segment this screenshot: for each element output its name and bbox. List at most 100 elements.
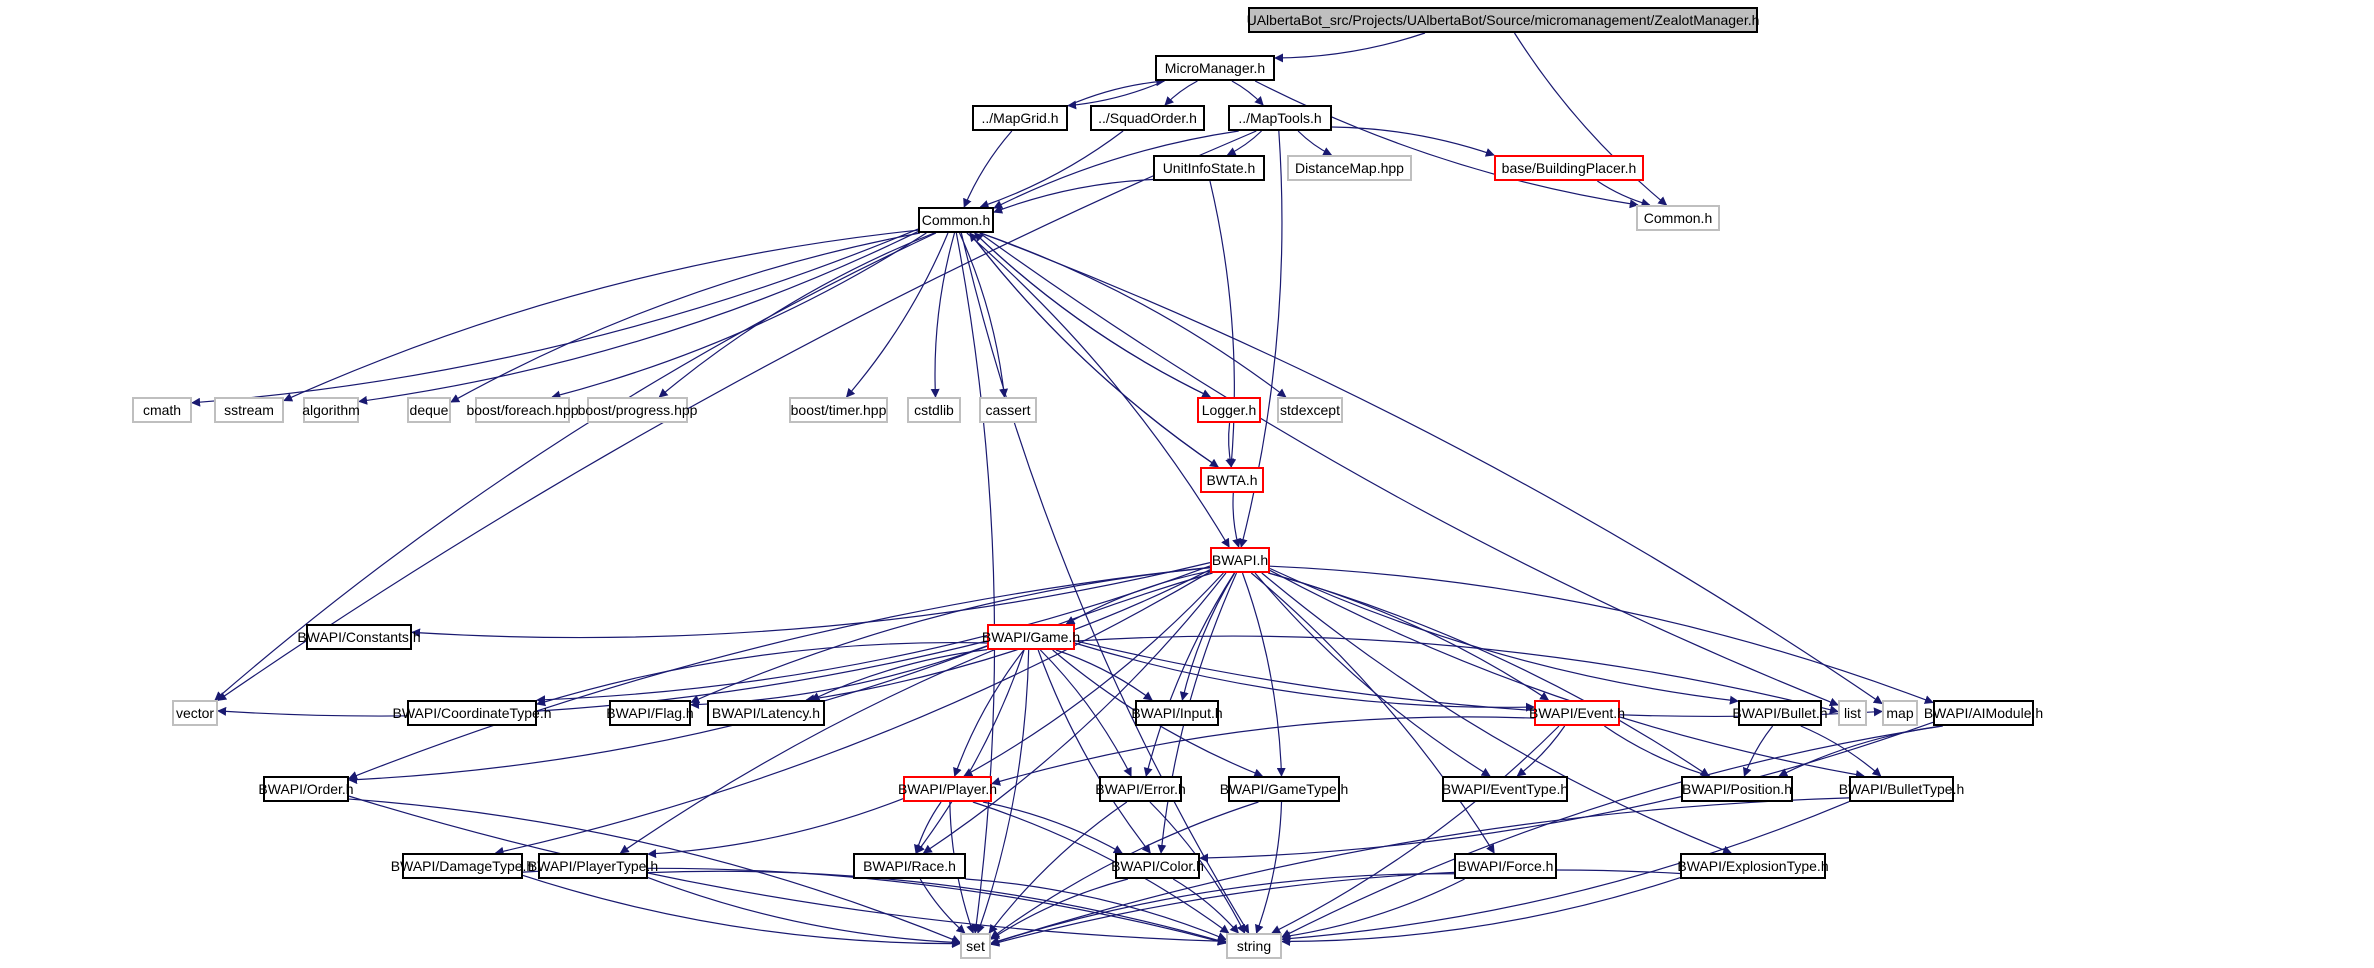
node-bwapi-aimodule-h[interactable]: BWAPI/AIModule.h bbox=[1924, 700, 2043, 726]
node-bwapi-position-h[interactable]: BWAPI/Position.h bbox=[1681, 776, 1793, 802]
node-logger-h[interactable]: Logger.h bbox=[1197, 397, 1261, 423]
edge-unitinfo-to-common bbox=[993, 178, 1154, 214]
node-label: BWAPI/DamageType.h bbox=[390, 858, 535, 874]
node-bwapi-game-h[interactable]: BWAPI/Game.h bbox=[982, 624, 1080, 650]
edge-game-to-race bbox=[915, 649, 1025, 854]
node-label: BWAPI/BulletType.h bbox=[1838, 781, 1965, 797]
node-label: BWAPI/Position.h bbox=[1682, 781, 1792, 797]
node-bwapi-order-h[interactable]: BWAPI/Order.h bbox=[258, 776, 354, 802]
node-label: cmath bbox=[142, 402, 182, 418]
node-label: UAlbertaBot_src/Projects/UAlbertaBot/Sou… bbox=[1246, 12, 1760, 28]
edge-game-to-color bbox=[1037, 649, 1151, 854]
node-bwapi-force-h[interactable]: BWAPI/Force.h bbox=[1454, 853, 1557, 879]
node-bwapi-eventtype-h[interactable]: BWAPI/EventType.h bbox=[1442, 776, 1568, 802]
edge-event-to-string bbox=[1271, 725, 1560, 934]
edge-race-to-set bbox=[919, 878, 966, 934]
node-label: deque bbox=[409, 402, 449, 418]
edge-bwapi-to-explosion bbox=[1261, 572, 1733, 855]
node-distancemap-hpp: DistanceMap.hpp bbox=[1287, 155, 1412, 181]
node-bwapi-color-h[interactable]: BWAPI/Color.h bbox=[1111, 853, 1204, 879]
node-label: ../MapGrid.h bbox=[981, 110, 1059, 126]
edge-game-to-error bbox=[1039, 649, 1132, 777]
node-bwapi-h[interactable]: BWAPI.h bbox=[1210, 547, 1270, 573]
node-sstream: sstream bbox=[214, 397, 284, 423]
edge-game-to-latency bbox=[810, 649, 988, 701]
edge-game-to-player bbox=[953, 649, 1025, 777]
edge-bwapi-to-gametype bbox=[1241, 572, 1286, 777]
node-bwapi-flag-h[interactable]: BWAPI/Flag.h bbox=[606, 700, 694, 726]
node-common-h[interactable]: Common.h bbox=[918, 207, 994, 233]
node-ualbertabot-src-projects-ualbertabot-source-micromanagement-zealotmanager-h: UAlbertaBot_src/Projects/UAlbertaBot/Sou… bbox=[1246, 7, 1760, 33]
node-bwapi-explosiontype-h[interactable]: BWAPI/ExplosionType.h bbox=[1677, 853, 1829, 879]
edge-playertype-to-set bbox=[647, 876, 961, 947]
node-bwapi-input-h[interactable]: BWAPI/Input.h bbox=[1131, 700, 1223, 726]
node-mapgrid-h[interactable]: ../MapGrid.h bbox=[972, 105, 1068, 131]
node-bwapi-constants-h[interactable]: BWAPI/Constants.h bbox=[297, 624, 421, 650]
node-set: set bbox=[960, 933, 991, 959]
edge-bwapi-to-race bbox=[922, 572, 1227, 854]
edge-game-to-order bbox=[348, 645, 988, 785]
node-unitinfostate-h[interactable]: UnitInfoState.h bbox=[1153, 155, 1265, 181]
node-bwapi-bullettype-h[interactable]: BWAPI/BulletType.h bbox=[1839, 776, 1964, 802]
node-maptools-h[interactable]: ../MapTools.h bbox=[1228, 105, 1332, 131]
edge-bullettype-to-string bbox=[1281, 801, 1850, 944]
node-label: set bbox=[966, 938, 985, 954]
edge-common-to-cstdlib bbox=[930, 232, 956, 398]
edge-common-to-algorithm bbox=[358, 231, 919, 405]
edge-bwta-to-bwapi bbox=[1232, 492, 1241, 548]
edge-bwapi-to-latency bbox=[805, 569, 1211, 704]
edge-game-to-list bbox=[1074, 635, 1839, 715]
node-bwapi-latency-h[interactable]: BWAPI/Latency.h bbox=[707, 700, 825, 726]
node-label: sstream bbox=[224, 402, 274, 418]
edge-bplacer-to-common2 bbox=[1597, 180, 1651, 208]
edge-game-to-event bbox=[1074, 642, 1535, 712]
edge-common-to-bwta bbox=[969, 232, 1219, 468]
edge-explosion-to-set bbox=[990, 869, 1681, 947]
edge-maptools-to-unitinfo bbox=[1226, 130, 1262, 156]
edge-aimodule-to-color bbox=[1199, 721, 1934, 863]
node-label: BWAPI/EventType.h bbox=[1441, 781, 1569, 797]
node-squadorder-h[interactable]: ../SquadOrder.h bbox=[1090, 105, 1205, 131]
edge-maptools-to-vector bbox=[217, 130, 1257, 701]
edge-playertype-to-string bbox=[647, 870, 1227, 945]
edge-bwapi-to-aimodule bbox=[1269, 565, 1934, 704]
edge-race-to-string bbox=[965, 878, 1227, 941]
edge-common-to-vector bbox=[214, 232, 937, 701]
node-label: vector bbox=[175, 705, 215, 721]
edge-game-to-set bbox=[976, 649, 1030, 934]
node-bwapi-player-h[interactable]: BWAPI/Player.h bbox=[898, 776, 997, 802]
node-label: BWAPI/Event.h bbox=[1529, 705, 1625, 721]
node-map: map bbox=[1882, 700, 1918, 726]
node-label: string bbox=[1236, 938, 1272, 954]
edge-mapgrid-to-micro bbox=[1067, 77, 1166, 107]
node-bwapi-event-h[interactable]: BWAPI/Event.h bbox=[1529, 700, 1625, 726]
node-label: BWAPI/Order.h bbox=[258, 781, 354, 797]
edge-force-to-set bbox=[990, 873, 1455, 946]
node-label: boost/progress.hpp bbox=[577, 402, 698, 418]
node-label: ../MapTools.h bbox=[1238, 110, 1322, 126]
node-bwapi-race-h[interactable]: BWAPI/Race.h bbox=[853, 853, 966, 879]
edge-damagetype-to-set bbox=[522, 874, 961, 949]
node-bwta-h[interactable]: BWTA.h bbox=[1200, 467, 1264, 493]
edge-bwapi-to-force bbox=[1250, 572, 1495, 854]
node-bwapi-damagetype-h[interactable]: BWAPI/DamageType.h bbox=[391, 853, 534, 879]
node-base-buildingplacer-h[interactable]: base/BuildingPlacer.h bbox=[1494, 155, 1644, 181]
node-micromanager-h[interactable]: MicroManager.h bbox=[1155, 55, 1275, 81]
node-bwapi-playertype-h[interactable]: BWAPI/PlayerType.h bbox=[528, 853, 658, 879]
edge-game-to-coordtype bbox=[536, 641, 988, 707]
node-vector: vector bbox=[172, 700, 218, 726]
node-bwapi-error-h[interactable]: BWAPI/Error.h bbox=[1095, 776, 1186, 802]
edge-bwapi-to-error bbox=[1143, 572, 1235, 777]
edge-aimodule-to-string bbox=[1281, 725, 1943, 938]
node-bwapi-gametype-h[interactable]: BWAPI/GameType.h bbox=[1220, 776, 1348, 802]
edge-order-to-string bbox=[348, 795, 1227, 946]
node-bwapi-bullet-h[interactable]: BWAPI/Bullet.h bbox=[1732, 700, 1828, 726]
node-label: BWAPI/Latency.h bbox=[711, 705, 821, 721]
edge-common-to-stdexcept bbox=[980, 232, 1287, 398]
node-string: string bbox=[1226, 933, 1282, 959]
node-label: stdexcept bbox=[1280, 402, 1340, 418]
edge-player-to-race bbox=[914, 801, 942, 854]
node-label: boost/timer.hpp bbox=[790, 402, 887, 418]
node-bwapi-coordinatetype-h[interactable]: BWAPI/CoordinateType.h bbox=[393, 700, 552, 726]
